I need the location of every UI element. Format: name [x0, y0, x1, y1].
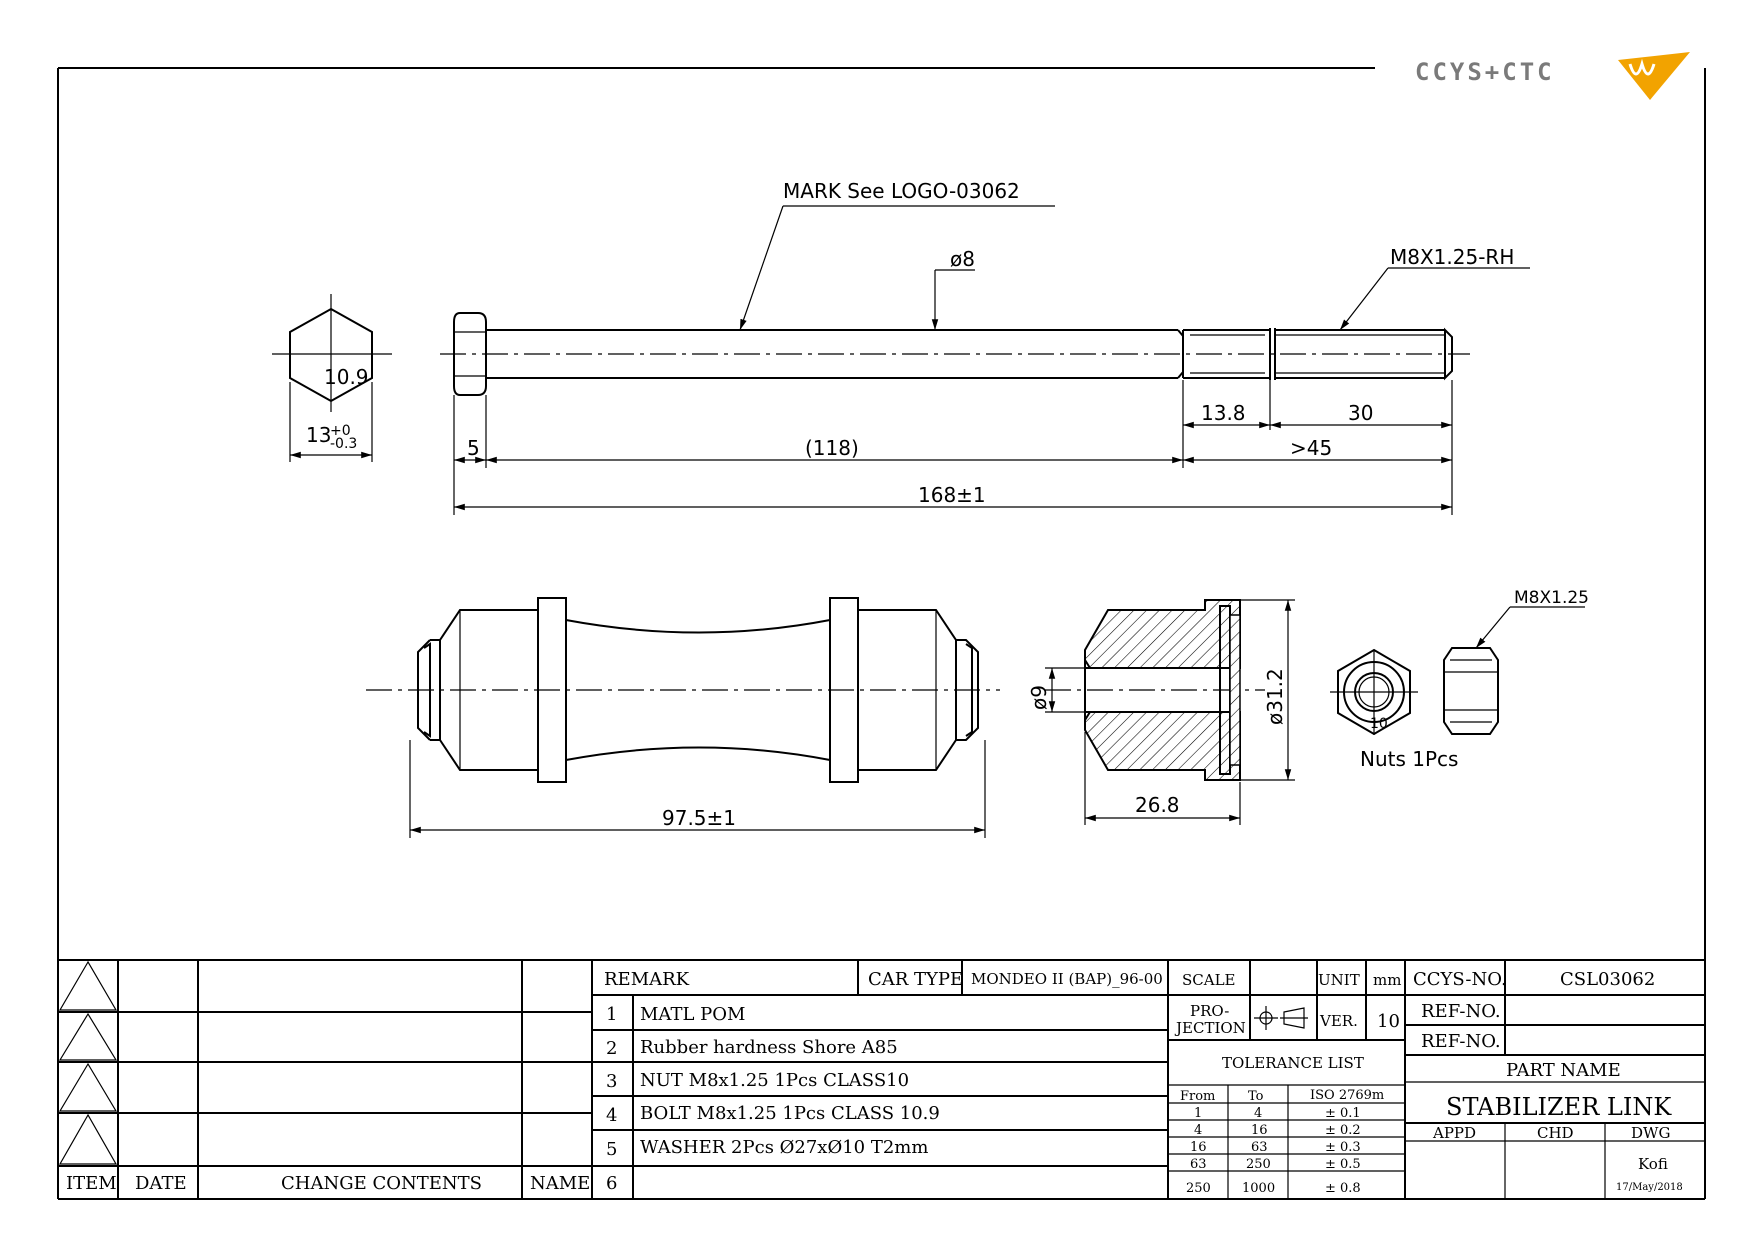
tol-cell: 16	[1251, 1123, 1268, 1138]
remark-text: Rubber hardness Shore A85	[640, 1037, 898, 1058]
remark-text: NUT M8x1.25 1Pcs CLASS10	[640, 1070, 909, 1091]
scale-label: SCALE	[1182, 971, 1236, 989]
tol-from-header: From	[1180, 1089, 1215, 1104]
tol-iso-header: ISO 2769m	[1310, 1088, 1384, 1103]
chd-label: CHD	[1537, 1124, 1574, 1142]
tol-to-header: To	[1248, 1089, 1264, 1104]
rev-item-header: ITEM	[66, 1173, 117, 1194]
tol-cell: 63	[1190, 1157, 1207, 1172]
across-flats-tol-lower: -0.3	[330, 436, 357, 452]
tol-cell: 16	[1190, 1140, 1207, 1155]
remark-no: 4	[606, 1105, 617, 1126]
remark-no: 2	[606, 1038, 617, 1059]
revision-triangle-icon	[58, 1062, 118, 1112]
bush-section-view: ø9 ø31.2 26.8	[1027, 599, 1295, 825]
car-type-label: CAR TYPE	[868, 969, 963, 990]
bolt-head-view: 10.9 13 +0 -0.3	[272, 294, 392, 462]
title-block: ITEM DATE CHANGE CONTENTS NAME REMARK CA…	[58, 959, 1705, 1199]
projection-symbol-icon	[1254, 1006, 1308, 1030]
nut-caption: Nuts 1Pcs	[1360, 747, 1458, 771]
rev-contents-header: CHANGE CONTENTS	[281, 1173, 482, 1194]
washer-dia-dim: ø31.2	[1263, 668, 1287, 725]
drawn-by-value: Kofi	[1638, 1155, 1668, 1173]
tol-cell: 250	[1186, 1181, 1211, 1196]
remark-no: 1	[606, 1004, 617, 1025]
revision-triangle-icon	[58, 1113, 118, 1165]
thread-length-dim: 30	[1348, 401, 1373, 425]
logo-text: CCYS+CTC	[1415, 58, 1555, 86]
nut-thread-label: M8X1.25	[1514, 588, 1589, 608]
tol-cell: 1000	[1242, 1181, 1275, 1196]
ccys-no-value: CSL03062	[1560, 969, 1655, 990]
remark-no: 3	[606, 1071, 617, 1092]
across-flats-dim: 13	[306, 423, 331, 447]
remark-no: 5	[606, 1139, 617, 1160]
unit-value: mm	[1373, 971, 1401, 989]
tol-cell: 4	[1194, 1123, 1202, 1138]
tol-cell: 63	[1251, 1140, 1268, 1155]
overall-length-dim: 168±1	[918, 483, 986, 507]
head-length-dim: 5	[467, 436, 480, 460]
remark-text: WASHER 2Pcs Ø27xØ10 T2mm	[640, 1137, 928, 1158]
logo-mark-icon	[1618, 52, 1690, 100]
ref-no-label: REF-NO.	[1421, 1031, 1501, 1052]
ver-label: VER.	[1319, 1012, 1358, 1030]
appd-label: APPD	[1432, 1124, 1476, 1142]
rev-date-header: DATE	[135, 1173, 187, 1194]
tol-cell: ± 0.8	[1325, 1181, 1361, 1196]
nut-grade-label: 10	[1370, 716, 1388, 732]
ccys-no-label: CCYS-NO.	[1413, 969, 1507, 990]
remark-text: MATL POM	[640, 1004, 745, 1025]
revision-triangle-icon	[58, 1012, 118, 1061]
revision-triangle-icon	[58, 960, 118, 1011]
remark-header: REMARK	[604, 969, 690, 990]
revision-table: ITEM DATE CHANGE CONTENTS NAME	[58, 960, 593, 1199]
tol-cell: ± 0.1	[1325, 1106, 1361, 1121]
tolerance-title: TOLERANCE LIST	[1222, 1054, 1364, 1072]
bolt-side-view: MARK See LOGO-03062 ø8 M8X1.25-RH 13.8 3…	[440, 179, 1530, 515]
company-logo: CCYS+CTC	[1415, 52, 1690, 100]
car-type-value: MONDEO II (BAP)_96-00	[971, 970, 1163, 988]
tol-cell: 250	[1246, 1157, 1271, 1172]
drawing-date: 17/May/2018	[1616, 1182, 1683, 1193]
tol-cell: 1	[1194, 1106, 1202, 1121]
section-length-dim: 26.8	[1135, 793, 1180, 817]
ver-value: 10	[1377, 1011, 1400, 1032]
part-name-value: STABILIZER LINK	[1446, 1093, 1672, 1121]
head-grade-label: 10.9	[324, 365, 369, 389]
projection-label: JECTION	[1174, 1019, 1246, 1037]
remarks-table: REMARK CAR TYPE MONDEO II (BAP)_96-00 1 …	[592, 960, 1169, 1199]
remark-text: BOLT M8x1.25 1Pcs CLASS 10.9	[640, 1103, 940, 1124]
tol-cell: ± 0.3	[1325, 1140, 1361, 1155]
bore-dia-dim: ø9	[1027, 685, 1051, 710]
neck-length-dim: 13.8	[1201, 401, 1246, 425]
thread-min-dim: >45	[1290, 436, 1332, 460]
ref-no-label: REF-NO.	[1421, 1001, 1501, 1022]
tol-cell: ± 0.2	[1325, 1123, 1361, 1138]
bush-side-view: 97.5±1	[366, 597, 1000, 838]
shank-dia-label: ø8	[950, 247, 975, 271]
sheet-border	[57, 67, 1706, 1200]
part-name-label: PART NAME	[1506, 1060, 1621, 1081]
projection-label: PRO-	[1190, 1002, 1229, 1020]
tol-cell: 4	[1254, 1106, 1262, 1121]
dwg-label: DWG	[1631, 1124, 1670, 1142]
part-info-block: CCYS-NO. CSL03062 REF-NO. REF-NO. PART N…	[1404, 960, 1705, 1199]
nut-views: 10 M8X1.25 Nuts 1Pcs	[1330, 588, 1589, 771]
scale-tolerance-block: SCALE UNIT mm PRO- JECTION VER. 10 TOLER…	[1168, 960, 1405, 1199]
shank-length-dim: (118)	[805, 436, 859, 460]
tol-cell: ± 0.5	[1325, 1157, 1361, 1172]
thread-spec-label: M8X1.25-RH	[1390, 245, 1514, 269]
bush-length-dim: 97.5±1	[662, 806, 736, 830]
mark-note: MARK See LOGO-03062	[783, 179, 1020, 203]
remark-no: 6	[606, 1173, 617, 1194]
unit-label: UNIT	[1318, 971, 1360, 989]
rev-name-header: NAME	[530, 1173, 590, 1194]
across-flats-tol-upper: +0	[330, 423, 351, 439]
